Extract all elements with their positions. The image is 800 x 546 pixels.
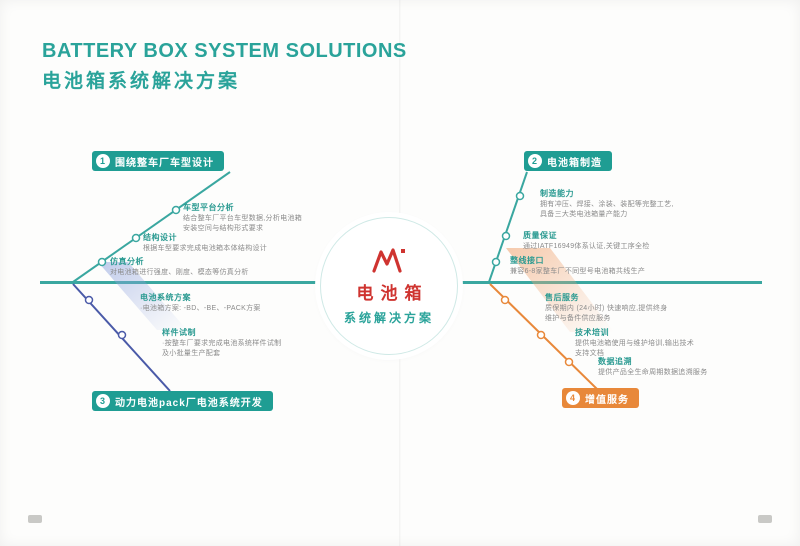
detail-block-after-sales: 售后服务 质保期内 (24小时) 快速响应,提供终身 维护与备件供应服务	[545, 292, 668, 323]
branch-number-badge-2: 2	[528, 154, 542, 168]
branch-number-badge-3: 3	[96, 394, 110, 408]
page-corner-marker-left	[28, 515, 42, 523]
detail-block-prototype-trial: 样件试制 ·按整车厂要求完成电池系统样件试制 及小批量生产配套	[162, 327, 281, 358]
detail-line: 提供电池箱使用与维护培训,输出技术	[575, 340, 695, 347]
detail-heading: 质量保证	[523, 231, 557, 240]
detail-line: 及小批量生产配套	[162, 350, 221, 357]
detail-heading: 样件试制	[162, 328, 196, 337]
detail-line: 维护与备件供应服务	[545, 315, 611, 322]
detail-block-platform-analysis: 车型平台分析 结合整车厂平台车型数据,分析电池箱 安装空间与结构形式要求	[183, 202, 302, 233]
detail-block-training: 技术培训 提供电池箱使用与维护培训,输出技术 支持文档	[575, 327, 694, 358]
branch-label-text: 动力电池pack厂电池系统开发	[115, 397, 263, 409]
detail-heading: 数据追溯	[598, 357, 632, 366]
detail-heading: 车型平台分析	[183, 203, 234, 212]
detail-line: 兼容6-8家整车厂不同型号电池箱共线生产	[510, 268, 646, 275]
center-hub: 电池箱 系统解决方案	[320, 217, 458, 355]
branch-number-badge-1: 1	[96, 154, 110, 168]
detail-line: 对电池箱进行强度、刚度、模态等仿真分析	[110, 269, 249, 276]
detail-line: 质保期内 (24小时) 快速响应,提供终身	[545, 305, 668, 312]
detail-line: ·电池箱方案: -BD、-BE、-PACK方案	[140, 305, 261, 312]
detail-block-data-traceability: 数据追溯 提供产品全生命周期数据追溯服务	[598, 356, 708, 377]
detail-block-quality-assurance: 质量保证 通过IATF16949体系认证,关键工序全检	[523, 230, 650, 251]
detail-line: 结合整车厂平台车型数据,分析电池箱	[183, 215, 303, 222]
detail-line: 拥有冲压、焊接、涂装、装配等完整工艺,	[540, 201, 674, 208]
detail-heading: 制造能力	[540, 189, 574, 198]
detail-block-manufacturing-capability: 制造能力 拥有冲压、焊接、涂装、装配等完整工艺, 具备三大类电池箱量产能力	[540, 188, 674, 219]
branch-label-pack-development: 3 动力电池pack厂电池系统开发	[92, 391, 273, 411]
detail-line: 提供产品全生命周期数据追溯服务	[598, 369, 708, 376]
branch-label-value-added-service: 4 增值服务	[562, 388, 639, 408]
detail-block-structure-design: 结构设计 根据车型要求完成电池箱本体结构设计	[143, 232, 267, 253]
page-title-zh: 电池箱系统解决方案	[42, 71, 241, 92]
detail-block-battery-system-plan: 电池系统方案 ·电池箱方案: -BD、-BE、-PACK方案	[140, 292, 261, 313]
branch-label-vehicle-design: 1 围绕整车厂车型设计	[92, 151, 224, 171]
detail-heading: 仿真分析	[110, 257, 144, 266]
brand-logo-icon	[372, 248, 405, 273]
hub-title: 电池箱	[356, 284, 429, 303]
branch-number-badge-4: 4	[566, 391, 580, 405]
branch-label-text: 增值服务	[585, 394, 629, 406]
detail-heading: 电池系统方案	[140, 293, 191, 302]
page-corner-marker-right	[758, 515, 772, 523]
branch-label-box-manufacturing: 2 电池箱制造	[524, 151, 612, 171]
detail-line: 通过IATF16949体系认证,关键工序全检	[523, 243, 650, 250]
branch-label-text: 围绕整车厂车型设计	[115, 157, 214, 169]
page-title-en: BATTERY BOX SYSTEM SOLUTIONS	[42, 40, 407, 62]
detail-heading: 结构设计	[143, 233, 177, 242]
detail-line: ·按整车厂要求完成电池系统样件试制	[162, 340, 282, 347]
detail-heading: 技术培训	[575, 328, 609, 337]
detail-line: 根据车型要求完成电池箱本体结构设计	[143, 245, 268, 252]
detail-line: 具备三大类电池箱量产能力	[540, 211, 628, 218]
detail-block-line-interface: 整线接口 兼容6-8家整车厂不同型号电池箱共线生产	[510, 255, 645, 276]
detail-heading: 售后服务	[545, 293, 579, 302]
detail-block-simulation: 仿真分析 对电池箱进行强度、刚度、模态等仿真分析	[110, 256, 249, 277]
branch-label-text: 电池箱制造	[547, 157, 602, 169]
hub-subtitle: 系统解决方案	[343, 311, 434, 325]
detail-heading: 整线接口	[510, 256, 544, 265]
